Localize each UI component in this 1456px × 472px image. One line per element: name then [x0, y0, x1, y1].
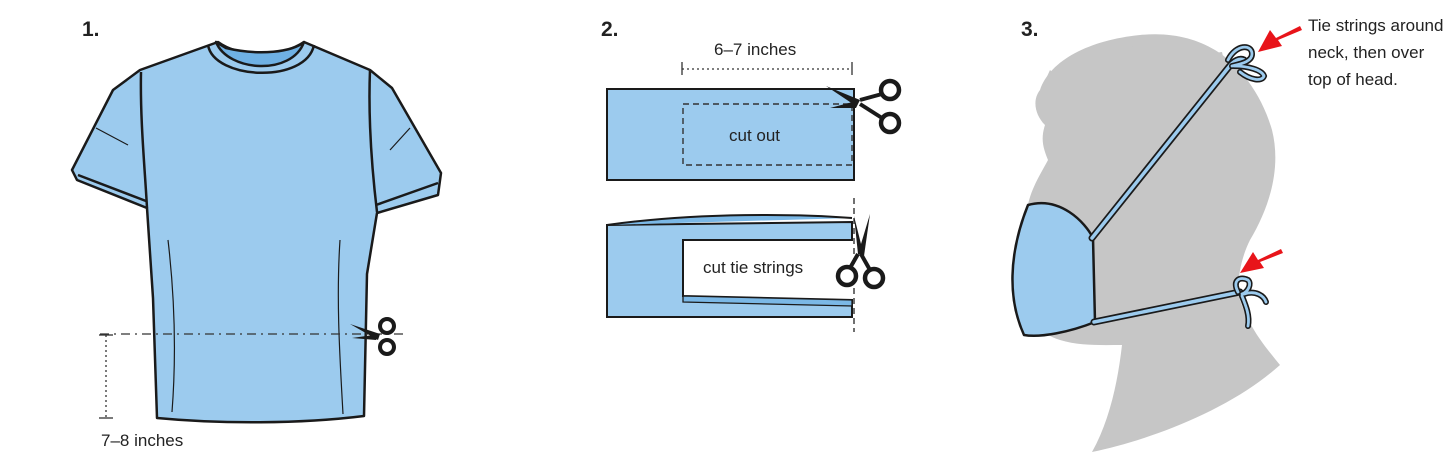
- measurement-6-7-inches: [681, 62, 853, 75]
- arrow-icon: [1240, 249, 1283, 273]
- measurement-label: 7–8 inches: [101, 431, 184, 450]
- scissors-icon: [835, 214, 886, 290]
- fabric-strip-bottom: [606, 213, 853, 318]
- measurement-7-8-inches: [99, 334, 113, 419]
- tshirt-collar: [214, 40, 306, 68]
- tshirt-illustration: [70, 40, 443, 424]
- tie-instructions-note: Tie strings around neck, then over top o…: [1308, 16, 1444, 89]
- cut-out-area: [682, 103, 853, 166]
- cut-out-label: cut out: [729, 126, 781, 145]
- face-mask: [1011, 202, 1097, 337]
- scissors-icon: [350, 317, 396, 356]
- arrow-icon: [1258, 26, 1302, 52]
- tshirt-body: [70, 40, 443, 424]
- step-1-number: 1.: [82, 18, 100, 41]
- step-3-number: 3.: [1021, 18, 1039, 41]
- fabric-strip-top: [606, 88, 855, 181]
- head-silhouette: [1027, 34, 1280, 452]
- measurement-label: 6–7 inches: [714, 40, 797, 59]
- cut-tie-strings-label: cut tie strings: [703, 258, 804, 277]
- step-2-number: 2.: [601, 18, 619, 41]
- scissors-icon: [826, 78, 902, 135]
